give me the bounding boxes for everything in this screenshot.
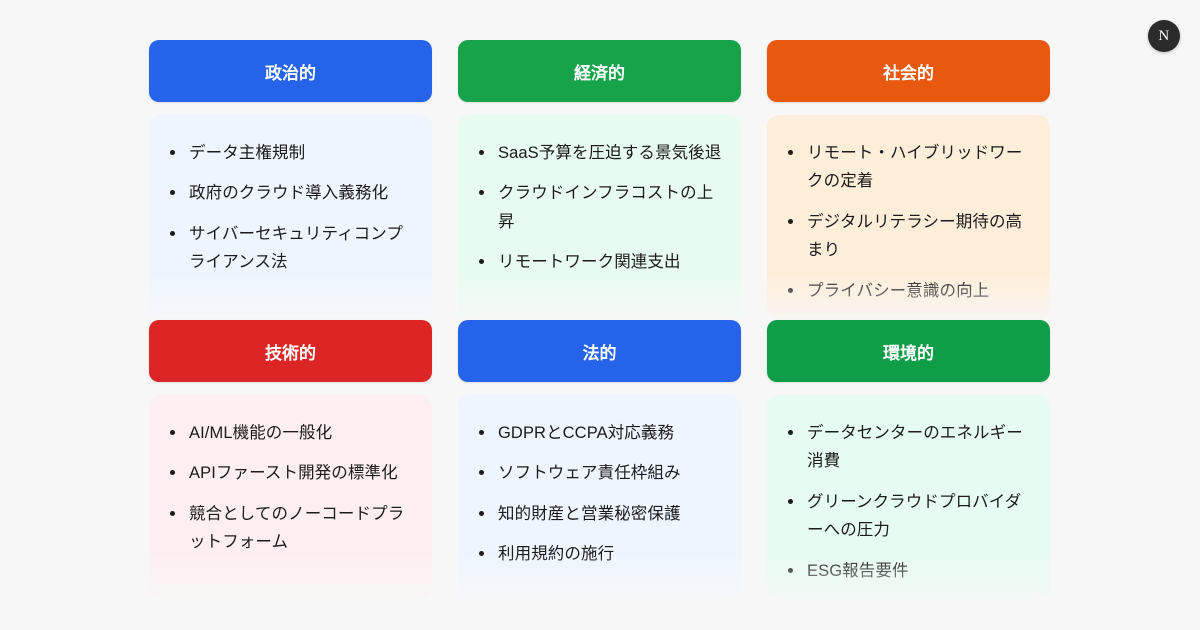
list-item: プライバシー意識の向上 [788, 277, 1032, 305]
pestle-category-social: 社会的リモート・ハイブリッドワークの定着デジタルリテラシー期待の高まりプライバシ… [767, 40, 1050, 320]
pestle-category-environmental: 環境的データセンターのエネルギー消費グリーンクラウドプロバイダーへの圧力 ESG報… [767, 320, 1050, 600]
list-item: 政府のクラウド導入義務化 [170, 179, 414, 207]
list-item: 利用規約の施行 [479, 540, 723, 568]
pestle-analysis-grid: 政治的データ主権規制政府のクラウド導入義務化サイバーセキュリティコンプライアンス… [149, 40, 1051, 600]
list-item: クラウドインフラコストの上昇 [479, 179, 723, 236]
list-item: AI/ML機能の一般化 [170, 419, 414, 447]
list-item: サイバーセキュリティコンプライアンス法 [170, 220, 414, 277]
list-item: ESG報告要件 [788, 557, 1032, 585]
list-item: データ主権規制 [170, 139, 414, 167]
framework-logo-badge[interactable]: N [1148, 20, 1180, 52]
category-item-list: GDPRとCCPA対応義務ソフトウェア責任枠組み知的財産と営業秘密保護利用規約の… [458, 395, 741, 591]
list-item: グリーンクラウドプロバイダーへの圧力 [788, 488, 1032, 545]
pestle-category-legal: 法的 GDPRとCCPA対応義務ソフトウェア責任枠組み知的財産と営業秘密保護利用規… [458, 320, 741, 600]
category-body-political: データ主権規制政府のクラウド導入義務化サイバーセキュリティコンプライアンス法 [149, 115, 432, 320]
category-header-social[interactable]: 社会的 [767, 40, 1050, 102]
category-body-technical: AI/ML機能の一般化 APIファースト開発の標準化競合としてのノーコードプラット… [149, 395, 432, 600]
category-body-legal: GDPRとCCPA対応義務ソフトウェア責任枠組み知的財産と営業秘密保護利用規約の… [458, 395, 741, 600]
list-item: リモートワーク関連支出 [479, 248, 723, 276]
category-header-legal[interactable]: 法的 [458, 320, 741, 382]
list-item: 競合としてのノーコードプラットフォーム [170, 500, 414, 557]
category-header-political[interactable]: 政治的 [149, 40, 432, 102]
category-item-list: データセンターのエネルギー消費グリーンクラウドプロバイダーへの圧力 ESG報告要件 [767, 395, 1050, 600]
category-title: 経済的 [574, 63, 625, 83]
list-item: リモート・ハイブリッドワークの定着 [788, 139, 1032, 196]
category-title: 環境的 [883, 343, 934, 363]
category-body-economic: SaaS予算を圧迫する景気後退クラウドインフラコストの上昇リモートワーク関連支出 [458, 115, 741, 320]
category-item-list: データ主権規制政府のクラウド導入義務化サイバーセキュリティコンプライアンス法 [149, 115, 432, 299]
list-item: APIファースト開発の標準化 [170, 459, 414, 487]
list-item: デジタルリテラシー期待の高まり [788, 208, 1032, 265]
category-title: 法的 [582, 343, 617, 363]
list-item: GDPRとCCPA対応義務 [479, 419, 723, 447]
pestle-category-political: 政治的データ主権規制政府のクラウド導入義務化サイバーセキュリティコンプライアンス… [149, 40, 432, 320]
pestle-category-economic: 経済的 SaaS予算を圧迫する景気後退クラウドインフラコストの上昇リモートワーク関… [458, 40, 741, 320]
category-header-economic[interactable]: 経済的 [458, 40, 741, 102]
list-item: 知的財産と営業秘密保護 [479, 500, 723, 528]
category-body-environmental: データセンターのエネルギー消費グリーンクラウドプロバイダーへの圧力 ESG報告要件 [767, 395, 1050, 600]
category-item-list: SaaS予算を圧迫する景気後退クラウドインフラコストの上昇リモートワーク関連支出 [458, 115, 741, 299]
list-item: データセンターのエネルギー消費 [788, 419, 1032, 476]
list-item: ソフトウェア責任枠組み [479, 459, 723, 487]
category-header-technical[interactable]: 技術的 [149, 320, 432, 382]
category-header-environmental[interactable]: 環境的 [767, 320, 1050, 382]
list-item: SaaS予算を圧迫する景気後退 [479, 139, 723, 167]
category-item-list: リモート・ハイブリッドワークの定着デジタルリテラシー期待の高まりプライバシー意識… [767, 115, 1050, 320]
category-title: 政治的 [265, 63, 316, 83]
category-item-list: AI/ML機能の一般化 APIファースト開発の標準化競合としてのノーコードプラット… [149, 395, 432, 579]
framework-logo-letter: N [1158, 27, 1170, 44]
category-body-social: リモート・ハイブリッドワークの定着デジタルリテラシー期待の高まりプライバシー意識… [767, 115, 1050, 320]
category-title: 技術的 [265, 343, 316, 363]
pestle-category-technical: 技術的 AI/ML機能の一般化 APIファースト開発の標準化競合としてのノーコードプ… [149, 320, 432, 600]
category-title: 社会的 [883, 63, 934, 83]
